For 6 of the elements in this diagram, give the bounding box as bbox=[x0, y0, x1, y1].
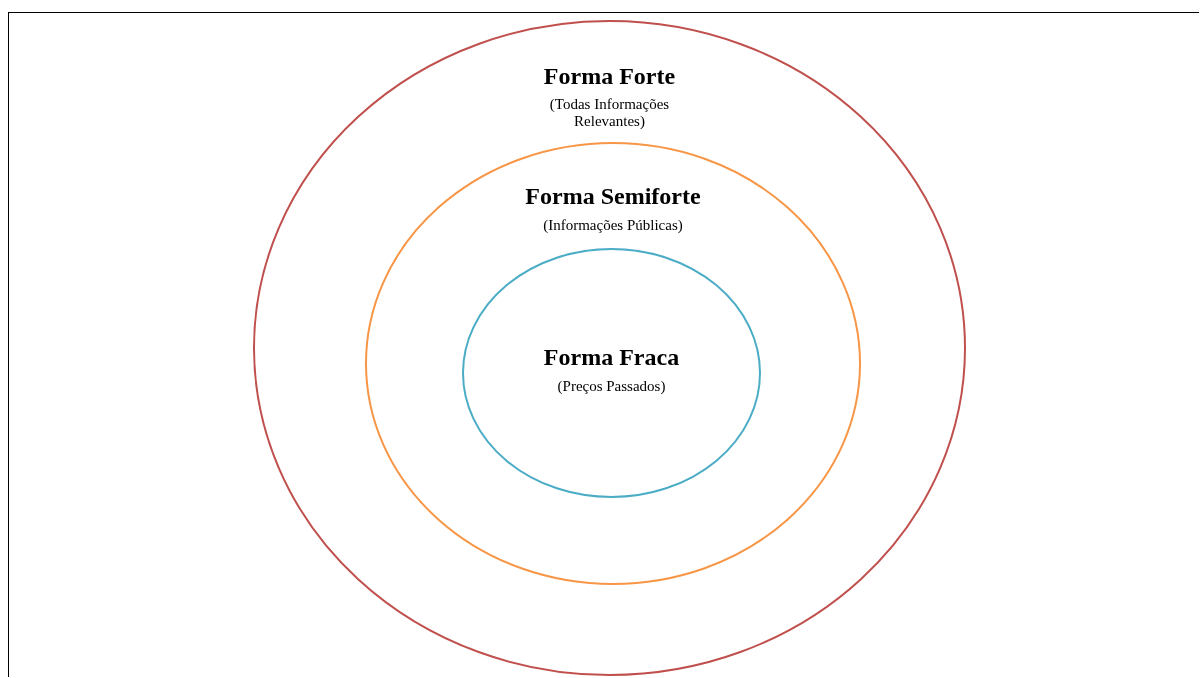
level-description: (Todas Informações Relevantes) bbox=[548, 96, 671, 130]
level-description: (Preços Passados) bbox=[557, 378, 666, 395]
level-title: Forma Forte bbox=[543, 62, 676, 90]
level-description: (Informações Públicas) bbox=[543, 217, 683, 234]
level-title: Forma Fraca bbox=[543, 343, 680, 371]
level-title: Forma Semiforte bbox=[525, 182, 701, 210]
